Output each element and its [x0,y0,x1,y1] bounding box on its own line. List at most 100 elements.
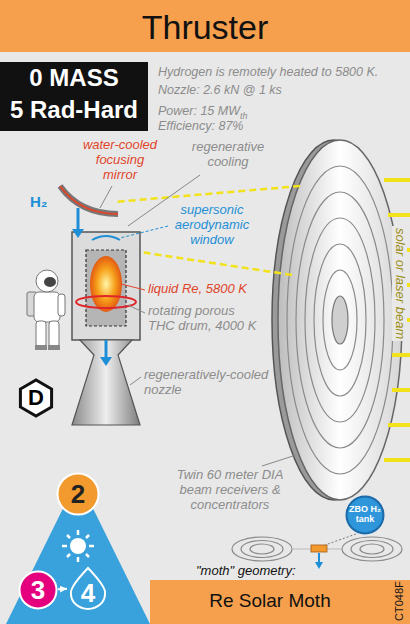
moth-ring [250,544,274,554]
water-drop: 4 [67,566,109,610]
node-text: 2 [71,480,85,509]
callout: supersonic aerodynamic window [170,203,254,248]
astronaut-body [34,292,60,322]
mirror-coolant [60,186,118,214]
name-band [150,580,410,624]
sun-ray [86,554,89,557]
hex-outline [20,380,51,416]
leader-line [128,305,145,313]
moth-ring [232,537,292,561]
moth-exhaust [318,553,320,563]
dish-ring [287,166,393,474]
tank-leader [325,534,356,545]
dish-ring [278,140,402,500]
astronaut-leg [49,321,59,347]
dish-ring [332,296,348,344]
subscript: th [240,111,248,121]
magenta-circle-outline [20,572,57,609]
orange-cap: 2 [56,472,100,516]
drop-outline [71,568,105,609]
beam-line [392,388,410,392]
astronaut-boot [35,345,47,350]
exhaust-arrow [105,340,108,358]
moth-thruster [311,545,327,552]
hydrogen-head [72,229,84,238]
sun-ray [77,557,80,562]
astronaut-boot [48,345,60,350]
tank-circle-outline [347,497,384,534]
spec-line: Power: 15 MW [158,104,240,118]
nozzle [72,340,140,425]
sun-symbol [62,530,94,562]
blue-triangle [6,478,150,624]
leader-line [100,186,112,208]
rotation-ring [76,296,136,308]
callout: regenerative cooling [186,140,270,170]
moth-ring [342,537,402,561]
dish-ring [314,244,366,396]
beam-receiver-dish [272,140,402,500]
moth-ring [360,544,384,554]
sun-ray [67,535,70,538]
node-text: D [28,386,44,410]
moth-exhaust-head [315,562,323,569]
focusing-mirror [60,186,118,214]
sun-ray [62,545,67,548]
dish-ring [305,218,375,422]
focused-beam [114,186,300,202]
beam-line [392,353,410,357]
magenta-circle: 3 [18,570,58,610]
focused-beam [140,252,292,275]
leader-line [262,455,296,466]
thc-drum [86,250,126,326]
beam-line [388,213,410,217]
spec-line: Hydrogen is remotely heated to 5800 K. [158,65,378,79]
node-text: 5 Rad-Hard [10,94,138,126]
node-text: ZBO H₂ tank [348,505,382,525]
card-title: Thruster [0,0,410,52]
card-name: Re Solar Moth [150,590,390,612]
leader-line [130,377,141,385]
aero-window [92,236,120,240]
callout: liquid Re, 5800 K [148,282,247,297]
sun-ray [86,535,89,538]
callout: water-cooled focusing mirror [78,138,162,183]
astronaut-helmet [36,270,58,292]
stats-box: 0 MASS5 Rad-Hard [0,62,148,131]
astronaut-visor [44,277,56,287]
astronaut-leg [36,321,46,347]
spec-line: Nozzle: 2.6 kN @ 1 ks [158,83,282,97]
node-text: 3 [31,576,45,605]
callout: rotating porous THC drum, 4000 K [148,304,260,334]
sun-ray [77,530,80,535]
title-band [0,0,410,52]
astronaut-arm [58,294,65,316]
node-text: 4 [81,579,95,608]
beam-line [384,458,410,462]
tank-circle: ZBO H₂ tank [345,495,385,535]
exhaust-head [100,357,112,366]
spec-line: Power: 15 MWth [158,101,247,122]
beam-line [384,178,410,182]
moth-ring [241,541,283,558]
hex-badge: D [16,376,56,420]
sun-disc [70,538,86,554]
sun-ray [89,545,94,548]
card-code: CT048F [393,581,406,621]
beam-label: solar or laser beam [392,226,407,341]
callout: regeneratively-cooled nozzle [144,368,276,398]
leader-line [120,226,168,238]
orange-cap-outline [58,474,99,515]
hydrogen-arrow [77,208,80,230]
beam-lines [114,180,410,460]
dish-ring [323,270,357,370]
astronaut [27,270,65,350]
flow-label: H₂ [30,193,48,210]
beam-line [388,423,410,427]
flow-arrow [58,588,67,590]
inset-label: "moth" geometry: [196,564,296,579]
leader-line [121,284,145,290]
liquid-rhenium [90,256,122,312]
